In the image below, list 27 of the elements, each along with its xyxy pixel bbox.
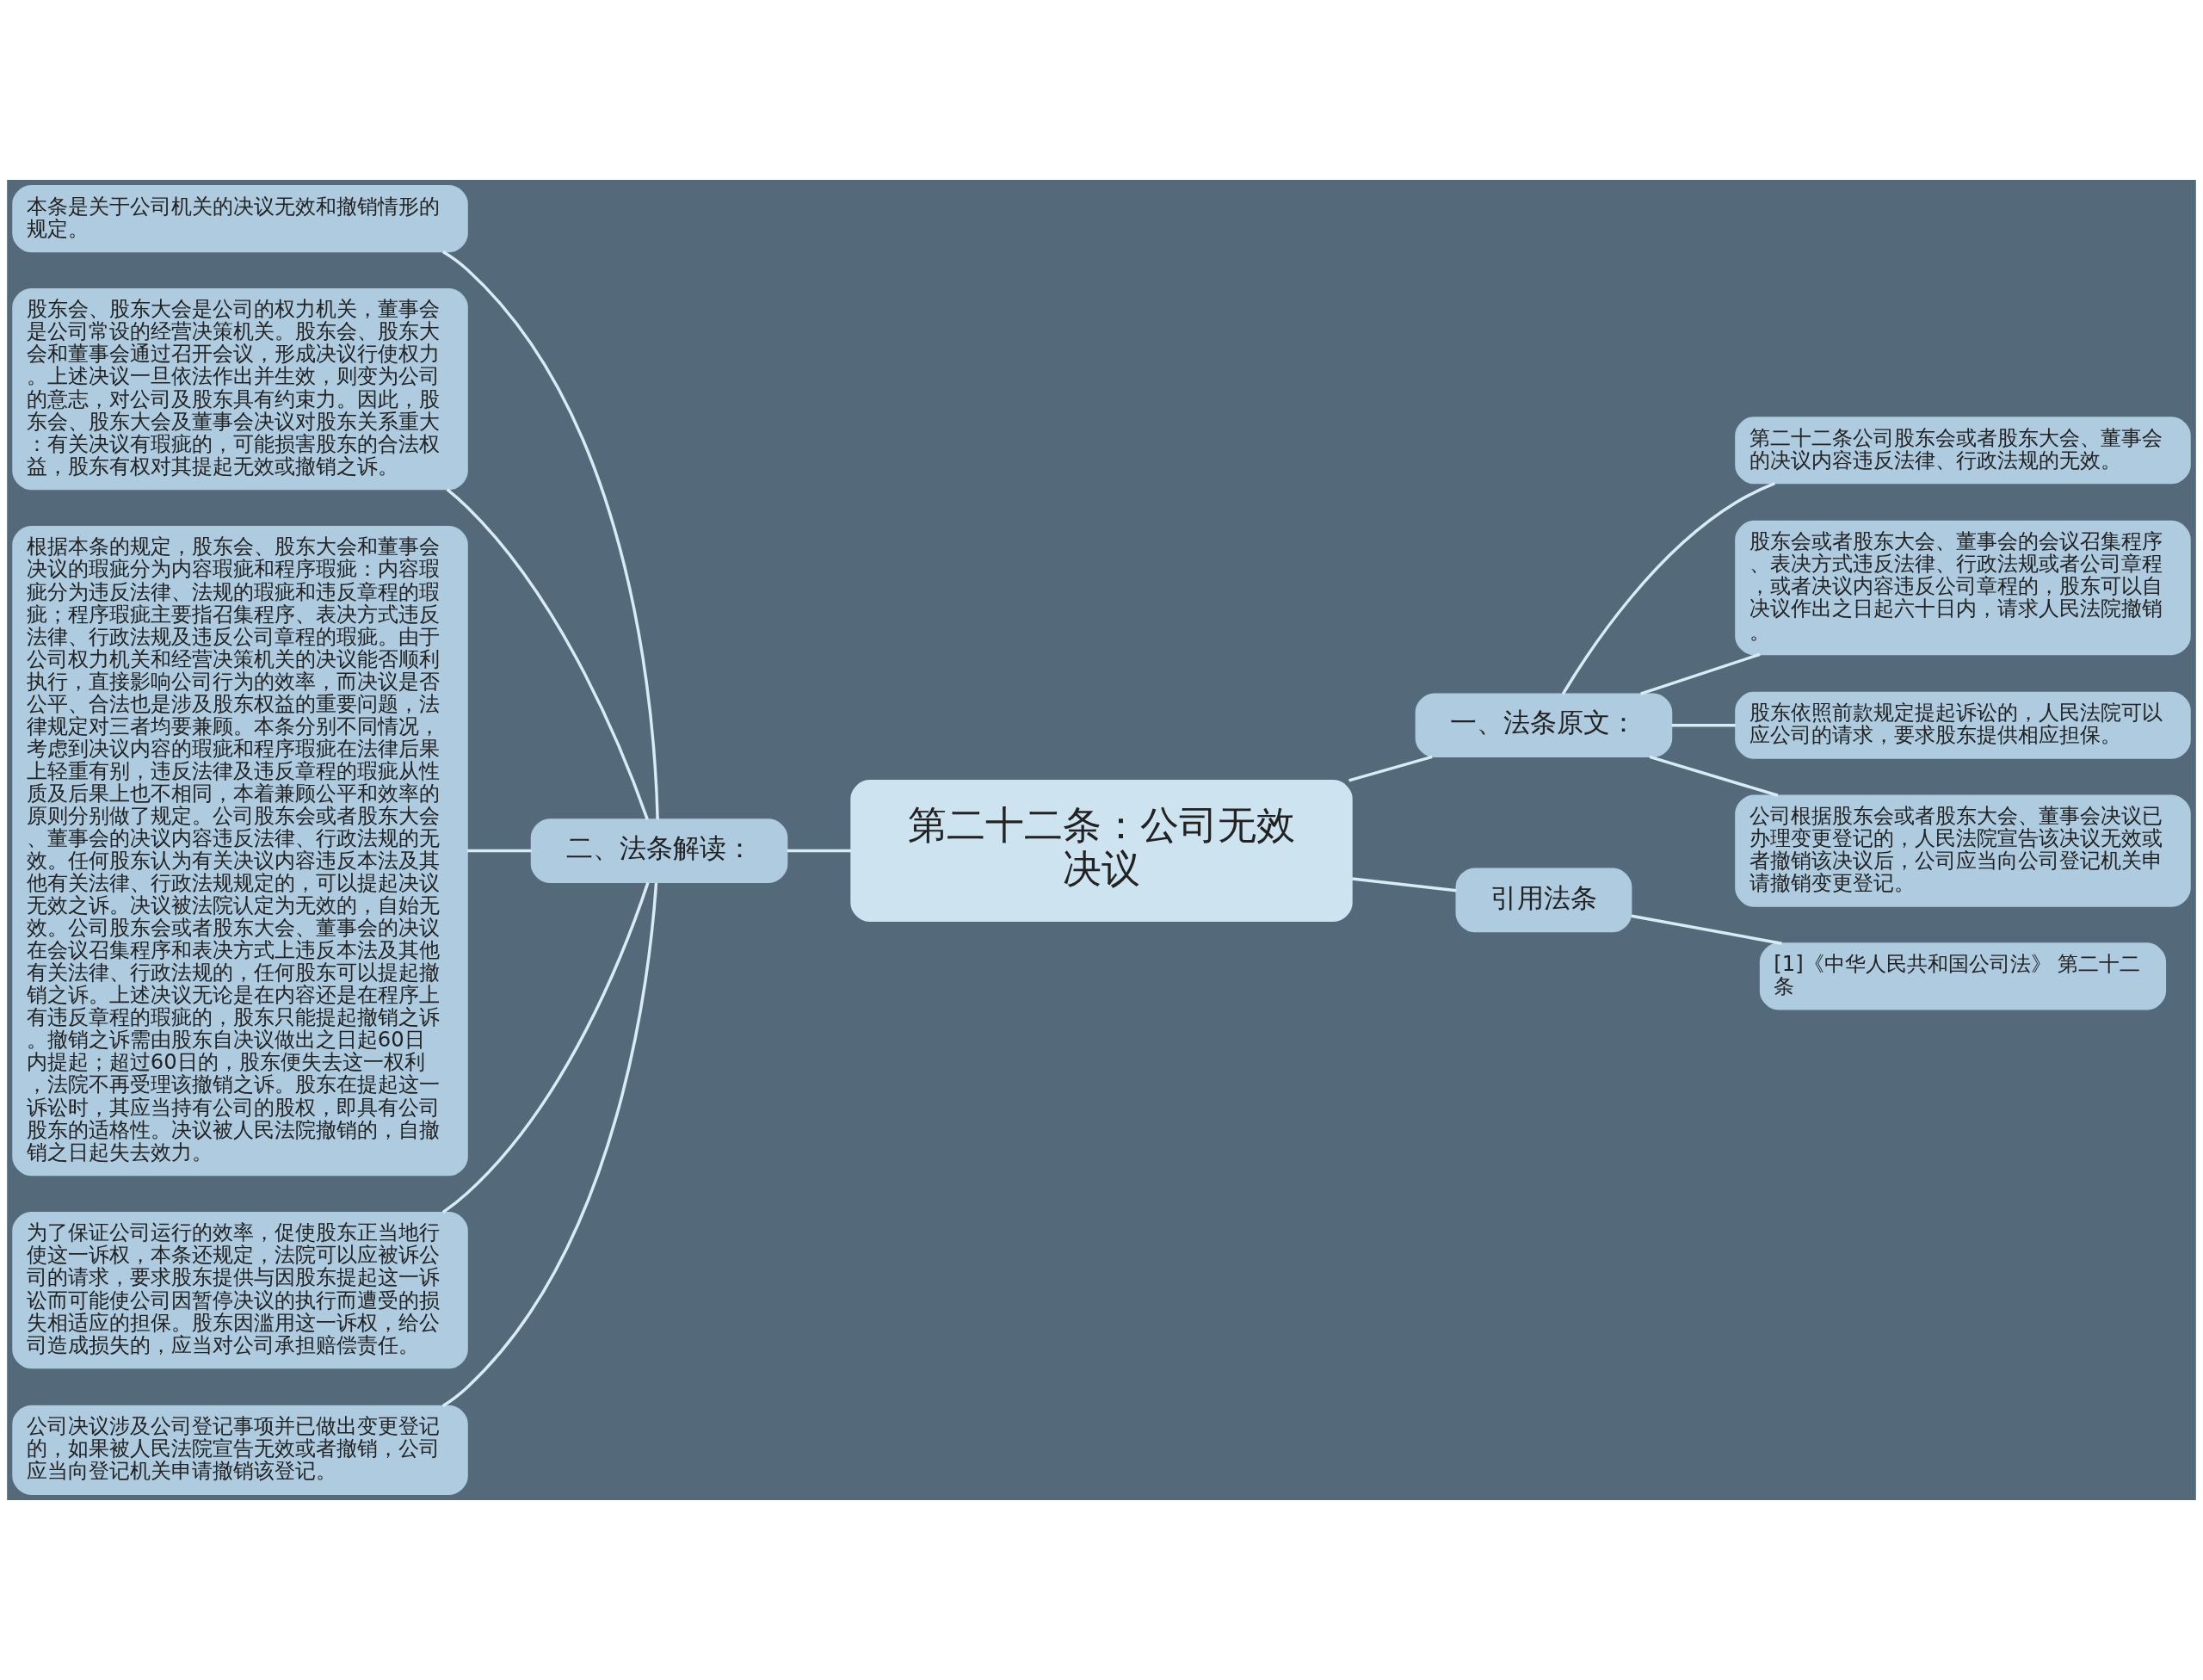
- connector: [441, 250, 659, 820]
- connector: [441, 882, 658, 1407]
- connector: [1671, 724, 1736, 727]
- node-box: 第二十二条：公司无效决议: [850, 780, 1353, 923]
- node-box: 为了保证公司运行的效率，促使股东正当地行使这一诉权，本条还规定，法院可以应被诉公司的请求，要求股东提供与因股东提起这一诉讼而可能使公司因暂停决议的执行而遭受的损失相适应的担保。股东因滥用这一诉权，给公司造成损失的，应当对公司承担赔偿责任。: [12, 1211, 468, 1369]
- node-box: 股东会或者股东大会、董事会的会议召集程序、表决方式违反法律、行政法规或者公司章程，或者决议内容违反公司章程的，股东可以自决议作出之日起六十日内，请求人民法院撤销。: [1735, 520, 2191, 656]
- node-box: 公司决议涉及公司登记事项并已做出变更登记的，如果被人民法院宣告无效或者撤销，公司应当向登记机关申请撤销该登记。: [12, 1405, 468, 1495]
- connector: [787, 849, 851, 853]
- node-box: 股东会、股东大会是公司的权力机关，董事会是公司常设的经营决策机关。股东会、股东大会和董事会通过召开会议，形成决议行使权力。上述决议一旦依法作出并生效，则变为公司的意志，对公司及股东具有约束力。因此，股东会、股东大会及董事会决议对股东关系重大：有关决议有瑕疵的，可能损害股东的合法权益，股东有权对其提起无效或撤销之诉。: [12, 287, 468, 491]
- node-box: 本条是关于公司机关的决议无效和撤销情形的规定。: [12, 185, 468, 253]
- connector: [467, 849, 532, 853]
- connector: [1561, 482, 1775, 695]
- connector: [1640, 652, 1761, 695]
- connector: [1649, 755, 1779, 797]
- node-box: 第二十二条公司股东会或者股东大会、董事会的决议内容违反法律、行政法规的无效。: [1735, 417, 2191, 485]
- connector: [446, 488, 649, 820]
- node-box: [1]《中华人民共和国公司法》 第二十二条: [1759, 942, 2167, 1010]
- node-box: 公司根据股东会或者股东大会、董事会决议已办理变更登记的，人民法院宣告该决议无效或者撤销该决议后，公司应当向公司登记机关申请撤销变更登记。: [1735, 794, 2191, 907]
- connector: [441, 882, 650, 1214]
- connector: [1348, 755, 1433, 782]
- connector: [1352, 877, 1457, 892]
- node-box: 股东依照前款规定提起诉讼的，人民法院可以应公司的请求，要求股东提供相应担保。: [1735, 691, 2191, 759]
- connector: [1631, 914, 1782, 945]
- node-box: 一、法条原文：: [1415, 693, 1673, 758]
- node-box: 二、法条解读：: [530, 818, 788, 883]
- node-box: 根据本条的规定，股东会、股东大会和董事会决议的瑕疵分为内容瑕疵和程序瑕疵：内容瑕疵分为违反法律、法规的瑕疵和违反章程的瑕疵；程序瑕疵主要指召集程序、表决方式违反法律、行政法规及违反公司章程的瑕疵。由于公司权力机关和经营决策机关的决议能否顺利执行，直接影响公司行为的效率，而决议是否公平、合法也是涉及股东权益的重要问题，法律规定对三者均要兼顾。本条分别不同情况，考虑到决议内容的瑕疵和程序瑕疵在法律后果上轻重有别，违反法律及违反章程的瑕疵从性质及后果上也不相同，本着兼顾公平和效率的原则分别做了规定。公司股东会或者股东大会、董事会的决议内容违反法律、行政法规的无效。任何股东认为有关决议内容违反本法及其他有关法律、行政法规规定的，可以提起决议无效之诉。决议被法院认定为无效的，自始无效。公司股东会或者股东大会、董事会的决议在会议召集程序和表决方式上违反本法及其他有关法律、行政法规的，任何股东可以提起撤销之诉。上述决议无论是在内容还是在程序上有违反章程的瑕疵的，股东只能提起撤销之诉。撤销之诉需由股东自决议做出之日起60日内提起；超过60日的，股东便失去这一权利，法院不再受理该撤销之诉。股东在提起这一诉讼时，其应当持有公司的股权，即具有公司股东的适格性。决议被人民法院撤销的，自撤销之日起失去效力。: [12, 525, 468, 1177]
- node-box: 引用法条: [1455, 868, 1632, 933]
